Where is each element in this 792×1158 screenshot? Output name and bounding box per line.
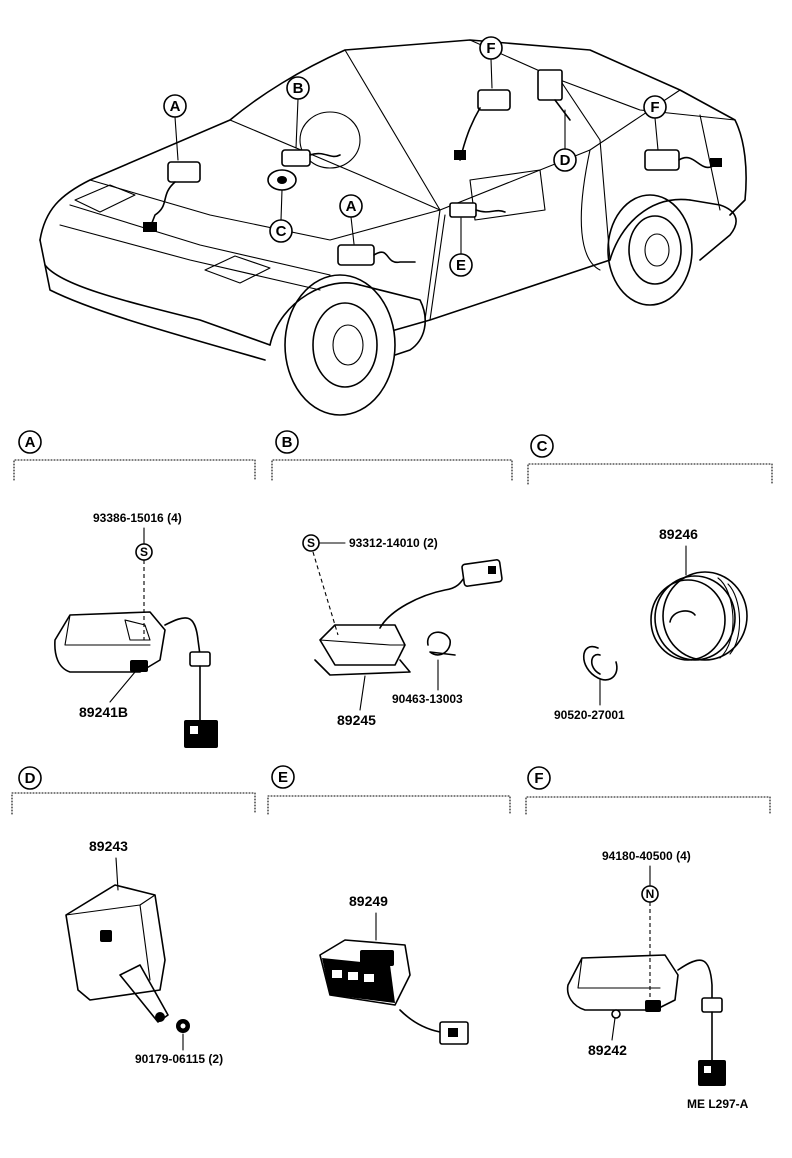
car-illustration: A B C A F D E bbox=[39, 36, 747, 416]
section-b: B S 93312-14010 (2) 89245 90463-13003 bbox=[271, 430, 513, 728]
car-sensor-f1 bbox=[454, 89, 511, 161]
bolt-symbol-s-a: S bbox=[135, 543, 153, 561]
svg-text:F: F bbox=[486, 40, 495, 57]
car-sensor-a1 bbox=[143, 161, 201, 232]
callout-a1[interactable]: A bbox=[163, 94, 187, 161]
callout-c[interactable]: C bbox=[269, 189, 293, 243]
svg-text:N: N bbox=[646, 887, 655, 901]
callout-f1[interactable]: F bbox=[479, 36, 503, 89]
svg-text:F: F bbox=[650, 99, 659, 116]
diagram-code: ME L297-A bbox=[687, 1097, 749, 1111]
svg-text:C: C bbox=[537, 438, 548, 455]
part-90179-06115: 90179-06115 (2) bbox=[135, 1052, 223, 1066]
callout-e[interactable]: E bbox=[449, 217, 473, 277]
svg-text:B: B bbox=[282, 434, 293, 451]
car-sensor-b bbox=[281, 149, 341, 167]
svg-text:S: S bbox=[140, 545, 148, 559]
car-sensor-f2 bbox=[644, 149, 722, 171]
svg-text:A: A bbox=[25, 434, 36, 451]
section-b-label: B bbox=[275, 430, 299, 454]
svg-text:A: A bbox=[346, 198, 357, 215]
section-c-label: C bbox=[530, 434, 554, 458]
svg-text:C: C bbox=[276, 223, 287, 240]
svg-text:F: F bbox=[534, 770, 543, 787]
part-89245: 89245 bbox=[337, 712, 376, 728]
sensor-89242 bbox=[566, 954, 726, 1086]
svg-text:D: D bbox=[560, 152, 571, 169]
part-93312-14010: 93312-14010 (2) bbox=[349, 536, 438, 550]
section-d: D 89243 90179-06115 (2) bbox=[11, 766, 256, 1066]
svg-text:E: E bbox=[278, 769, 288, 786]
car-sensor-a2 bbox=[337, 244, 416, 266]
car-sensor-c bbox=[267, 169, 297, 191]
bolt-symbol-s-b: S bbox=[302, 534, 320, 552]
part-89241b: 89241B bbox=[79, 704, 128, 720]
section-a-label: A bbox=[18, 430, 42, 454]
part-89242: 89242 bbox=[588, 1042, 627, 1058]
sensor-89245 bbox=[314, 559, 503, 676]
callout-f2[interactable]: F bbox=[643, 95, 667, 151]
svg-text:E: E bbox=[456, 257, 466, 274]
part-89249: 89249 bbox=[349, 893, 388, 909]
section-e-label: E bbox=[271, 765, 295, 789]
clamp-90463 bbox=[427, 631, 456, 656]
section-e: E 89249 bbox=[267, 765, 511, 1045]
car-sensor-e bbox=[449, 202, 506, 218]
part-89243: 89243 bbox=[89, 838, 128, 854]
part-94180-40500: 94180-40500 (4) bbox=[602, 849, 691, 863]
part-90520-27001: 90520-27001 bbox=[554, 708, 625, 722]
section-f: F 94180-40500 (4) N 89242 ME L297-A bbox=[525, 766, 771, 1111]
car-sensor-d bbox=[537, 69, 571, 121]
section-a: A 93386-15016 (4) S 89241B bbox=[13, 430, 256, 748]
section-d-label: D bbox=[18, 766, 42, 790]
callout-d[interactable]: D bbox=[553, 109, 577, 172]
svg-text:A: A bbox=[170, 98, 181, 115]
part-90463-13003: 90463-13003 bbox=[392, 692, 463, 706]
section-f-label: F bbox=[527, 766, 551, 790]
svg-text:D: D bbox=[25, 770, 36, 787]
part-93386-15016: 93386-15016 (4) bbox=[93, 511, 182, 525]
nut-symbol-n-f: N bbox=[641, 885, 659, 903]
callout-b[interactable]: B bbox=[286, 76, 310, 149]
svg-text:B: B bbox=[293, 80, 304, 97]
snap-ring-90520 bbox=[583, 645, 618, 681]
svg-text:S: S bbox=[307, 536, 315, 550]
switch-89249 bbox=[319, 939, 469, 1045]
section-c: C 89246 90520-27001 bbox=[527, 434, 773, 722]
sensor-89243 bbox=[65, 884, 190, 1033]
sensor-89241b bbox=[54, 611, 218, 748]
part-89246: 89246 bbox=[659, 526, 698, 542]
callout-a2[interactable]: A bbox=[339, 194, 363, 245]
ring-89246 bbox=[650, 571, 748, 661]
